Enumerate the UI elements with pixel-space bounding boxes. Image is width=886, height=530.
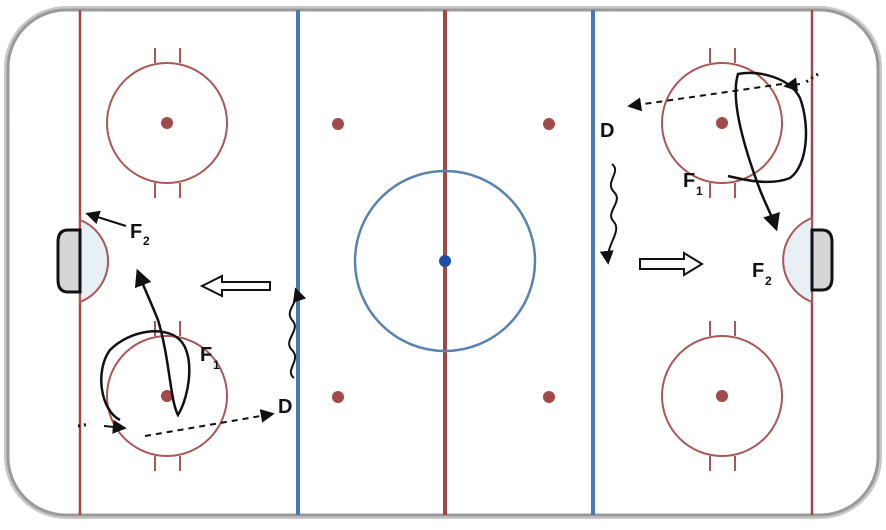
right-f1-path	[727, 71, 808, 232]
right-top-faceoff-dot	[716, 117, 728, 129]
right-d-pass	[627, 83, 783, 112]
left-f2-sub: 2	[143, 234, 150, 248]
left-bottom-faceoff-dot	[161, 390, 173, 402]
left-d-skate	[288, 287, 307, 379]
left-d-label: D	[278, 396, 292, 418]
right-goal-net	[810, 228, 834, 292]
left-goal-net	[56, 228, 82, 294]
right-direction-arrow	[639, 251, 704, 277]
left-bottom-faceoff-circle	[106, 321, 228, 471]
right-f1-sub: 1	[696, 184, 703, 198]
neutral-dot-top-left	[332, 118, 344, 130]
left-f1-sub: 1	[213, 358, 220, 372]
left-f1-label: F	[200, 344, 212, 366]
center-faceoff-dot	[439, 255, 451, 267]
neutral-dot-bottom-right	[543, 391, 555, 403]
right-goal-crease	[782, 216, 813, 304]
left-f1-path	[100, 268, 191, 422]
left-dot-start	[77, 422, 91, 428]
right-bottom-faceoff-circle	[661, 321, 783, 471]
right-f2-label: F	[752, 260, 764, 282]
left-top-faceoff-circle	[106, 48, 228, 198]
left-start-arrow	[103, 419, 127, 434]
right-f1-label: F	[683, 170, 695, 192]
right-f2-sub: 2	[765, 274, 772, 288]
right-dot-start	[805, 72, 819, 84]
right-bottom-faceoff-dot	[716, 390, 728, 402]
left-f2-label: F	[130, 221, 142, 243]
right-d-label: D	[600, 120, 614, 142]
neutral-dot-bottom-left	[332, 391, 344, 403]
right-d-skate	[599, 163, 618, 265]
left-f2-path	[85, 210, 127, 227]
center-faceoff-circle	[353, 169, 537, 353]
left-goal-crease	[79, 218, 110, 304]
right-top-faceoff-circle	[661, 48, 783, 198]
left-direction-arrow	[199, 274, 271, 298]
left-top-faceoff-dot	[161, 117, 173, 129]
neutral-dot-top-right	[543, 118, 555, 130]
